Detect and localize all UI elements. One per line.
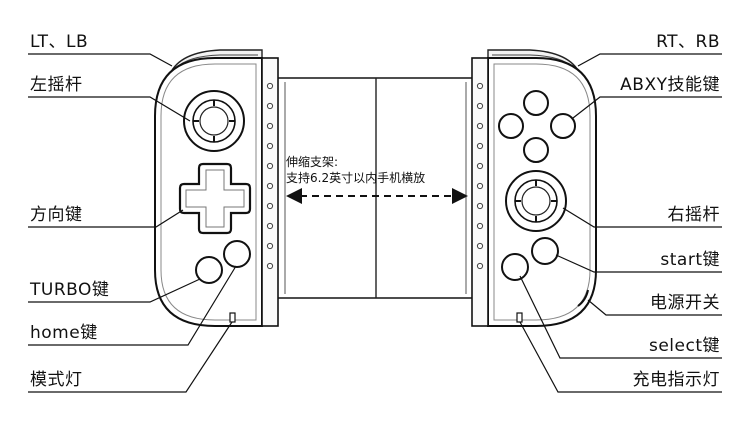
label-dpad: 方向键	[30, 205, 83, 225]
turbo-button[interactable]	[195, 256, 223, 284]
left-stick[interactable]	[183, 90, 245, 152]
abxy-buttons[interactable]	[498, 90, 576, 163]
label-home: home键	[30, 323, 98, 343]
label-abxy: ABXY技能键	[620, 75, 720, 95]
power-switch[interactable]	[577, 289, 589, 307]
label-left-stick: 左摇杆	[30, 75, 83, 95]
label-select: select键	[648, 336, 720, 356]
label-lt-lb: LT、LB	[30, 32, 89, 52]
charge-light	[516, 312, 523, 323]
mode-light	[229, 312, 236, 323]
right-controller	[471, 49, 597, 327]
left-leaders	[28, 53, 237, 393]
label-rt-rb: RT、RB	[656, 32, 720, 52]
right-leaders	[519, 53, 722, 393]
start-button[interactable]	[531, 237, 559, 265]
extension-bridge	[275, 77, 477, 299]
left-controller	[154, 49, 279, 327]
extension-desc: 支持6.2英寸以内手机横放	[286, 171, 426, 185]
label-start: start键	[660, 250, 720, 270]
home-button[interactable]	[223, 240, 251, 268]
label-power: 电源开关	[650, 293, 720, 313]
right-stick[interactable]	[505, 170, 567, 232]
label-charge-light: 充电指示灯	[632, 370, 720, 390]
select-button[interactable]	[501, 253, 529, 281]
label-right-stick: 右摇杆	[667, 205, 720, 225]
label-mode-light: 模式灯	[30, 370, 83, 390]
extension-title: 伸缩支架:	[286, 155, 339, 169]
dpad[interactable]	[178, 162, 252, 235]
label-turbo: TURBO键	[30, 280, 110, 300]
